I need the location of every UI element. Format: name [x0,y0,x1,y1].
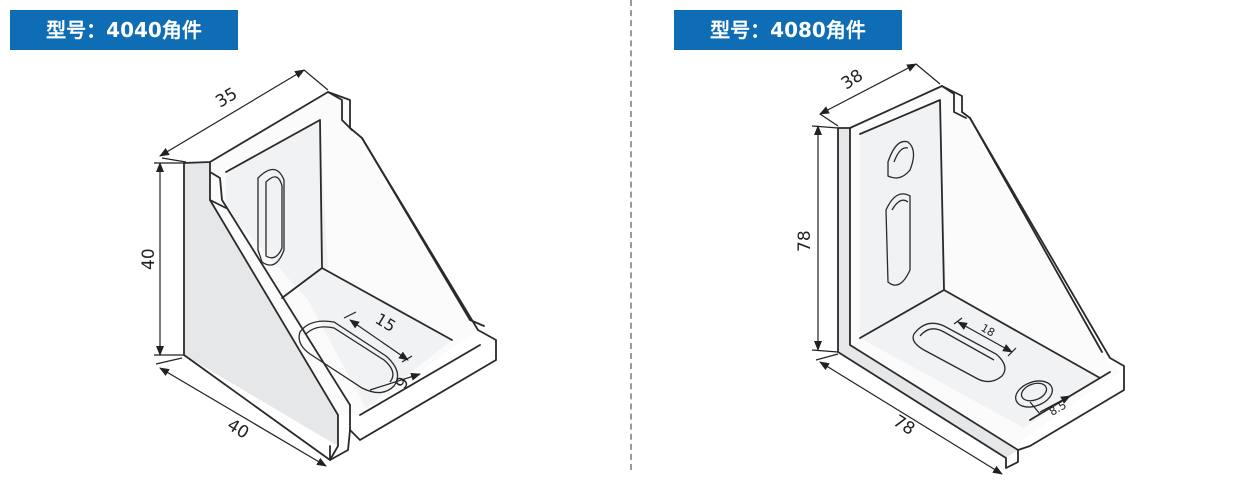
section-divider [630,0,632,470]
bracket-4080-round-hole-lower [1015,380,1053,408]
dim-4080-height: 78 [795,230,815,252]
dim-4080-bottom-length: 78 [889,411,918,439]
dim-4080-slot-width: 18 [979,321,998,339]
dim-4040-top-width: 35 [212,84,241,112]
model-badge-4040: 型号：4040角件 [10,10,238,50]
bracket-4040-horizontal-slot [298,320,399,394]
dim-4080-top-width: 38 [838,66,867,95]
bracket-4080-vertical-slot [885,193,911,286]
bracket-4080-drawing: 38 78 78 18 8.5 [795,63,1125,475]
bracket-4040-drawing: 35 40 40 15 9 [139,69,497,467]
bracket-4080-round-hole-upper [887,140,915,179]
bracket-4080-inner-face [860,100,1100,428]
bracket-4040-vertical-slot [257,168,285,266]
dim-4040-height: 40 [139,248,159,270]
model-badge-4080: 型号：4080角件 [674,10,902,50]
